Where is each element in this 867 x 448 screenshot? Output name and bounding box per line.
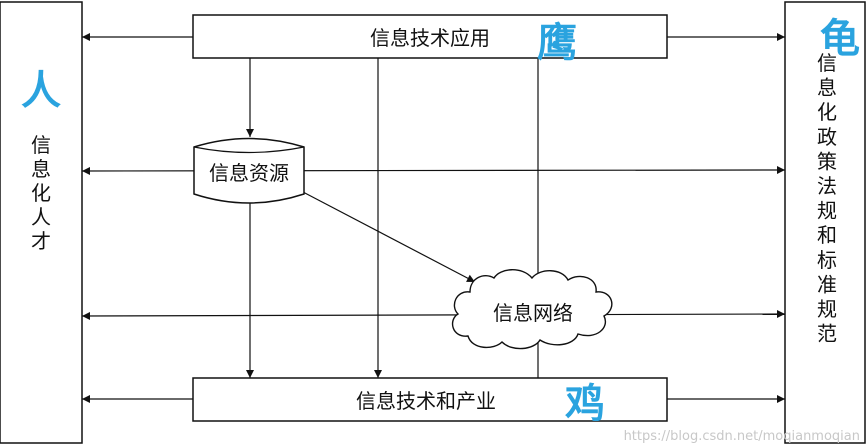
it-industry-label: 信息技术和产业	[356, 389, 496, 413]
arrow-resources-to-network	[302, 191, 476, 283]
info-network-cloud	[451, 269, 613, 350]
info-resources-cylinder	[193, 137, 305, 204]
it-industry-box	[192, 377, 668, 422]
watermark-text: https://blog.csdn.net/moqianmoqian	[624, 429, 860, 444]
policy-pillar	[784, 1, 866, 444]
annotation-person: 人	[21, 68, 61, 114]
info-network-label: 信息网络	[493, 301, 573, 325]
annotation-turtle: 龟	[820, 16, 860, 62]
annotation-eagle: 鹰	[537, 20, 577, 66]
arrow-network-both	[81, 310, 786, 320]
it-application-label: 信息技术应用	[370, 26, 490, 50]
it-application-box	[192, 14, 668, 59]
info-resources-label: 信息资源	[209, 161, 289, 185]
policy-label: 信息化政策法规和标准规范	[817, 51, 837, 346]
annotation-chicken: 鸡	[565, 381, 605, 427]
talent-pillar	[0, 1, 83, 444]
arrow-resources-both	[81, 166, 786, 175]
talent-label: 信息化人才	[31, 133, 51, 253]
